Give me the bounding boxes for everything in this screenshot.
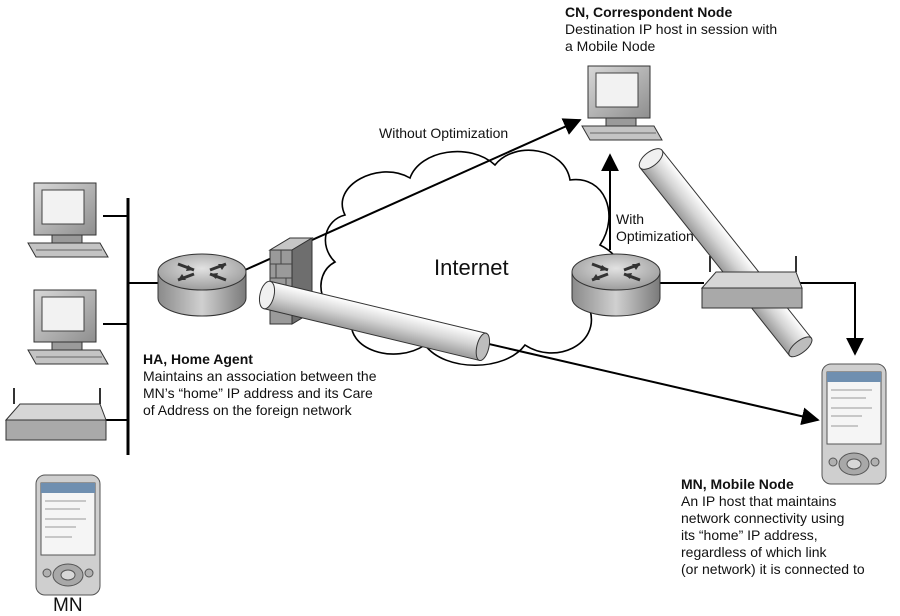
without-optimization-label: Without Optimization: [379, 125, 509, 141]
mn-node-title: MN, Mobile Node: [681, 476, 794, 492]
ha-desc-line: MN’s “home” IP address and its Care: [143, 385, 373, 401]
mn-node-desc-line: (or network) it is connected to: [681, 561, 865, 577]
lan-computer-1: [27, 182, 109, 258]
mn-node-desc-line: its “home” IP address,: [681, 527, 818, 543]
cn-label: CN, Correspondent Node Destination IP ho…: [565, 4, 777, 55]
mn-node-desc-line: regardless of which link: [681, 544, 827, 560]
ap-to-mn-arrow: [800, 282, 864, 356]
with-optimization-line: Optimization: [616, 228, 694, 244]
ha-desc-line: Maintains an association between the: [143, 368, 377, 384]
home-agent-router: [156, 252, 248, 318]
cn-desc-line: a Mobile Node: [565, 38, 656, 54]
mn-node-desc-line: network connectivity using: [681, 510, 845, 526]
cn-title: CN, Correspondent Node: [565, 4, 733, 20]
ha-title: HA, Home Agent: [143, 351, 253, 367]
with-optimization-label: With Optimization: [616, 211, 694, 245]
mobile-node-pda: [821, 363, 887, 485]
tunnel-tube: [258, 280, 491, 362]
mn-node-desc-line: An IP host that maintains: [681, 493, 837, 509]
correspondent-node-computer: [581, 65, 663, 141]
ha-desc-line: of Address on the foreign network: [143, 402, 352, 418]
lan-computer-2: [27, 289, 109, 365]
with-optimization-line: With: [616, 211, 644, 227]
foreign-router: [570, 252, 662, 318]
lan-access-point: [5, 387, 107, 441]
mn-label: MN: [53, 595, 83, 616]
mn-node-label: MN, Mobile Node An IP host that maintain…: [681, 476, 865, 578]
ha-label: HA, Home Agent Maintains an association …: [143, 351, 376, 419]
mn-home-pda: [35, 474, 101, 596]
cn-desc-line: Destination IP host in session with: [565, 21, 778, 37]
internet-label: Internet: [434, 255, 509, 280]
optimized-tunnel-tube: [638, 148, 813, 358]
